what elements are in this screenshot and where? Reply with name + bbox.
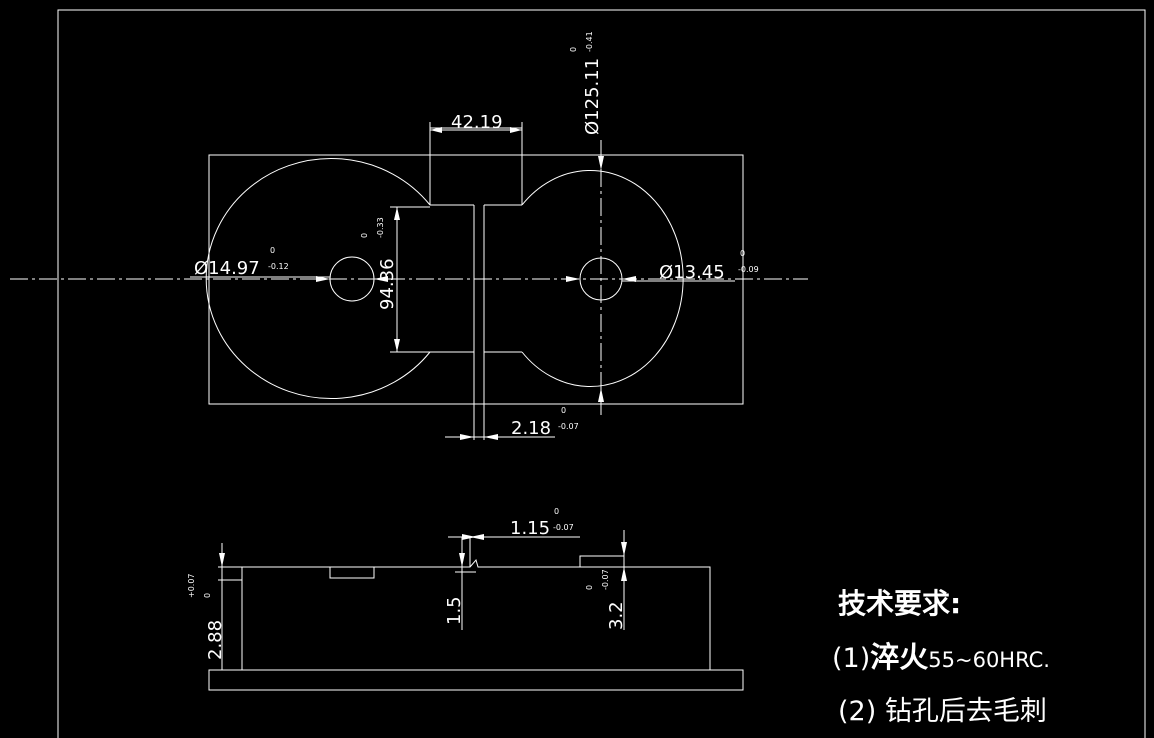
- svg-text:0: 0: [585, 585, 594, 590]
- svg-text:-0.07: -0.07: [553, 523, 574, 532]
- dim-top-width: 42.19: [451, 112, 503, 133]
- dim-step: 1.15: [510, 518, 550, 539]
- svg-text:-0.12: -0.12: [268, 262, 289, 271]
- base-plate: [208, 669, 744, 691]
- dim-slot-height: 94.36: [377, 258, 398, 310]
- drawing-frame: [57, 9, 1146, 738]
- svg-text:0: 0: [554, 507, 559, 516]
- svg-text:0: 0: [740, 249, 745, 258]
- right-lobe-arc: [521, 170, 684, 387]
- left-lobe-arc: [205, 158, 431, 399]
- side-body-outline: [241, 558, 711, 670]
- plate-outline: [208, 154, 744, 405]
- svg-text:-0.09: -0.09: [738, 265, 759, 274]
- top-view: 42.19 Ø125.11 0 -0.41 Ø14.97 0 -0.12 94.…: [10, 31, 808, 440]
- svg-text:-0.33: -0.33: [376, 217, 385, 238]
- dim-right-height: 3.2: [606, 601, 627, 630]
- dim-large-diameter: Ø125.11: [582, 58, 603, 135]
- dim-slot-width: 2.18: [511, 418, 551, 439]
- top-notch: [429, 127, 523, 205]
- svg-text:+0.07: +0.07: [187, 573, 196, 598]
- note-item-1: (1)淬火55~60HRC.: [832, 640, 1050, 674]
- svg-text:-0.07: -0.07: [601, 569, 610, 590]
- svg-text:0: 0: [561, 406, 566, 415]
- svg-text:0: 0: [270, 246, 275, 255]
- side-view: 2.88 +0.07 0 1.5 1.15 0 -0.07 3.2 0 -0.0…: [187, 507, 744, 691]
- technical-notes: 技术要求: (1)淬火55~60HRC. (2) 钻孔后去毛刺: [832, 587, 1050, 727]
- dim-right-hole: Ø13.45: [659, 262, 725, 283]
- svg-text:0: 0: [203, 593, 212, 598]
- dim-mid-height: 1.5: [444, 596, 465, 625]
- svg-text:-0.41: -0.41: [585, 31, 594, 52]
- note-item-2: (2) 钻孔后去毛刺: [838, 696, 1047, 727]
- dim-left-hole: Ø14.97: [194, 258, 260, 279]
- notes-title: 技术要求:: [838, 587, 961, 620]
- svg-text:-0.07: -0.07: [558, 422, 579, 431]
- svg-text:0: 0: [360, 233, 369, 238]
- left-recess: [329, 567, 375, 579]
- dim-left-height: 2.88: [205, 620, 226, 660]
- svg-text:0: 0: [569, 47, 578, 52]
